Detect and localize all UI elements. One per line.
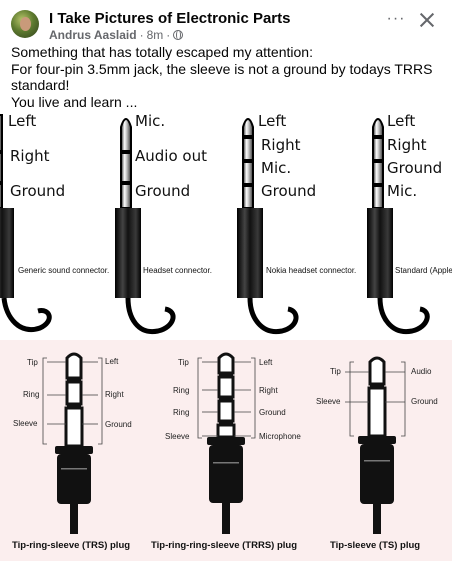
plug-caption: Tip-ring-ring-sleeve (TRRS) plug bbox=[151, 540, 297, 551]
label-ground: Ground bbox=[261, 182, 316, 200]
label-left: Left bbox=[387, 113, 415, 130]
plug-label-right: Right bbox=[105, 390, 124, 399]
plug-label-tip: Tip bbox=[330, 367, 341, 376]
connector-diagram-image[interactable]: Left Right Ground Generic sound connecto… bbox=[0, 113, 452, 340]
plug-label-tip: Tip bbox=[27, 358, 38, 367]
plug-diagram-image[interactable]: Tip Ring Sleeve Left Right Ground Tip-ri… bbox=[0, 340, 452, 561]
label-right: Right bbox=[387, 136, 427, 154]
plug-label-left: Left bbox=[105, 357, 119, 366]
close-icon[interactable] bbox=[416, 9, 438, 31]
label-right: Right bbox=[261, 136, 301, 154]
globe-icon bbox=[173, 30, 184, 40]
more-options-button[interactable]: ··· bbox=[386, 10, 406, 27]
label-mic: Mic. bbox=[261, 159, 291, 177]
plug-label-sleeve: Sleeve bbox=[165, 432, 190, 441]
label-ground: Ground bbox=[10, 182, 65, 200]
plug-label-sleeve: Sleeve bbox=[13, 419, 38, 428]
plug-label-tip: Tip bbox=[178, 358, 189, 367]
connector-apple: Left Right Ground Mic. Standard (Apple) … bbox=[367, 113, 452, 335]
plug-label-ground: Ground bbox=[411, 397, 438, 406]
connector-caption: Headset connector. bbox=[143, 266, 212, 275]
meta-separator: · bbox=[139, 28, 144, 42]
post-text-line: For four-pin 3.5mm jack, the sleeve is n… bbox=[11, 60, 433, 94]
connector-caption: Nokia headset connector. bbox=[266, 266, 356, 275]
author-name[interactable]: Andrus Aaslaid bbox=[49, 28, 137, 42]
post-meta: Andrus Aaslaid · 8m · bbox=[49, 28, 184, 42]
connector-nokia: Left Right Mic. Ground Nokia headset con… bbox=[237, 113, 356, 335]
connector-caption: Standard (Apple) conne bbox=[395, 266, 452, 275]
post-text-line: Something that has totally escaped my at… bbox=[11, 44, 313, 60]
plug-label-ring: Ring bbox=[173, 386, 189, 395]
label-ground: Ground bbox=[387, 159, 442, 177]
connector-headset: Mic. Audio out Ground Headset connector. bbox=[115, 113, 212, 335]
group-avatar[interactable] bbox=[11, 10, 39, 38]
label-left: Left bbox=[258, 113, 286, 130]
plug-label-left: Left bbox=[259, 358, 273, 367]
post-text-line: You live and learn ... bbox=[11, 93, 138, 110]
plug-label-microphone: Microphone bbox=[259, 432, 301, 441]
label-mic: Mic. bbox=[135, 113, 165, 130]
label-ground: Ground bbox=[135, 182, 190, 200]
plug-trrs: Tip Ring Ring Sleeve Left Right Ground M… bbox=[151, 352, 301, 551]
plug-label-ground: Ground bbox=[105, 420, 132, 429]
plug-label-ring: Ring bbox=[23, 390, 39, 399]
connector-generic: Left Right Ground Generic sound connecto… bbox=[0, 113, 109, 333]
plug-ts: Tip Sleeve Audio Ground Tip-sleeve (TS) … bbox=[316, 356, 438, 551]
label-left: Left bbox=[8, 113, 36, 130]
label-mic: Mic. bbox=[387, 182, 417, 200]
post-header: I Take Pictures of Electronic Parts Andr… bbox=[0, 0, 452, 42]
plug-label-ring-2: Ring bbox=[173, 408, 189, 417]
plug-label-right: Right bbox=[259, 386, 278, 395]
post-time[interactable]: 8m bbox=[146, 28, 164, 42]
plug-diagram-svg: Tip Ring Sleeve Left Right Ground Tip-ri… bbox=[12, 352, 438, 551]
connector-caption: Generic sound connector. bbox=[18, 266, 109, 275]
post-text: Something that has totally escaped my at… bbox=[11, 44, 441, 110]
plug-label-ground: Ground bbox=[259, 408, 286, 417]
connector-diagram-svg: Left Right Ground Generic sound connecto… bbox=[0, 113, 452, 335]
plug-trs: Tip Ring Sleeve Left Right Ground Tip-ri… bbox=[12, 352, 132, 551]
plug-caption: Tip-ring-sleeve (TRS) plug bbox=[12, 540, 130, 551]
label-audio-out: Audio out bbox=[135, 147, 207, 165]
group-name[interactable]: I Take Pictures of Electronic Parts bbox=[49, 10, 291, 27]
meta-separator-2: · bbox=[166, 28, 171, 42]
plug-label-audio: Audio bbox=[411, 367, 432, 376]
plug-label-sleeve: Sleeve bbox=[316, 397, 341, 406]
plug-caption: Tip-sleeve (TS) plug bbox=[330, 540, 420, 551]
label-right: Right bbox=[10, 147, 50, 165]
